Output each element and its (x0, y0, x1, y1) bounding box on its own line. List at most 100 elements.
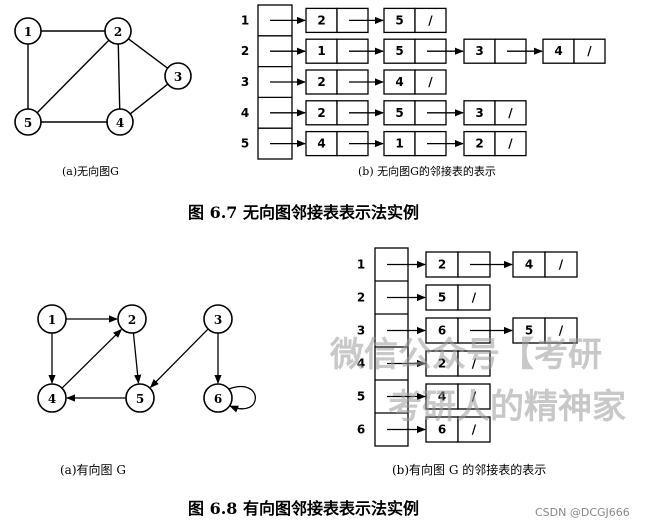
watermark-line-1: 微信公众号【考研 (329, 335, 602, 375)
fig67-node-value: 2 (317, 13, 325, 27)
fig67-node-data-cell (383, 100, 416, 126)
fig68-node-value: 5 (525, 324, 533, 338)
fig67-row-label: 3 (241, 75, 249, 89)
fig68-null-mark: / (559, 258, 564, 272)
fig68-node-value: 2 (438, 357, 446, 371)
fig68-node-data-cell (425, 350, 459, 377)
fig67-node-data-cell (383, 130, 416, 157)
fig68-arc-2-5 (132, 332, 142, 384)
fig67-node-data-cell (383, 69, 416, 95)
fig68-null-mark: / (472, 390, 477, 404)
fig68-row-label: 5 (357, 390, 365, 404)
fig68-null-mark: / (472, 423, 477, 437)
fig68-row-label: 1 (357, 258, 365, 272)
fig67-null-mark: / (428, 13, 433, 27)
fig67-row-label: 2 (241, 44, 249, 58)
fig67-node-value: 5 (395, 106, 403, 120)
fig67-node-value: 4 (395, 75, 403, 89)
fig68-title: 图 6.8 有向图邻接表表示法实例 (188, 499, 419, 518)
fig67-node-value: 5 (395, 44, 403, 58)
fig68-vertex-1-label: 1 (48, 313, 56, 327)
fig68-vertex-3-label: 3 (214, 313, 222, 327)
fig67-node-data-cell (463, 100, 496, 126)
fig68-node-link-cell (544, 317, 578, 344)
fig67-vertex-4 (106, 108, 134, 136)
fig67-row-label: 5 (241, 137, 249, 151)
fig67-null-mark: / (428, 75, 433, 89)
fig67-null-mark: / (587, 44, 592, 58)
fig67-node-data-cell (305, 38, 338, 64)
fig68-node-value: 5 (438, 291, 446, 305)
fig67-node-value: 2 (317, 106, 325, 120)
fig67-edge-3-4 (129, 83, 169, 115)
fig67-node-link-cell (414, 69, 447, 95)
fig67-vertex-2 (104, 17, 132, 45)
fig68-node-value: 6 (438, 324, 446, 338)
fig67-vertex-2-label: 2 (114, 25, 122, 39)
fig68-node-value: 4 (438, 390, 446, 404)
credit-text: CSDN @DCGJ666 (535, 506, 630, 519)
fig68-vertex-4-label: 4 (48, 392, 56, 406)
fig68-node-link-cell (457, 350, 491, 377)
fig67-node-value: 4 (554, 44, 562, 58)
fig67-vertex-4-label: 4 (116, 116, 124, 130)
fig68-node-data-cell (425, 383, 459, 410)
fig68-vertex-5-label: 5 (136, 392, 144, 406)
watermark-line-2: 考研人的精神家 (388, 387, 626, 427)
fig68-node-data-cell (512, 317, 546, 344)
fig68-vertex-5 (125, 383, 155, 413)
fig67-node-link-cell (494, 100, 527, 126)
fig67-node-data-cell (305, 69, 338, 95)
fig68-vertex-1 (37, 304, 67, 334)
fig67-vertex-1-label: 1 (24, 25, 32, 39)
fig68-arc-6-6 (228, 386, 256, 413)
fig67-node-link-cell (494, 130, 527, 157)
fig67-graph-caption: (a)无向图G (62, 164, 119, 178)
fig67-node-data-cell (305, 7, 338, 34)
fig68-node-value: 2 (438, 258, 446, 272)
fig67-vertex-3-label: 3 (174, 70, 182, 84)
fig68-node-link-cell (544, 251, 578, 278)
fig68-row-label: 6 (357, 423, 365, 437)
fig68-arc-4-2 (61, 328, 122, 389)
fig67-node-link-cell (414, 7, 447, 34)
fig67-null-mark: / (508, 106, 513, 120)
fig67-null-mark: / (508, 137, 513, 151)
fig68-node-data-cell (425, 284, 459, 311)
fig68-null-mark: / (472, 291, 477, 305)
fig67-node-value: 1 (395, 137, 403, 151)
fig67-row-label: 1 (241, 13, 249, 27)
fig68-node-value: 6 (438, 423, 446, 437)
fig68-null-mark: / (472, 357, 477, 371)
fig67-node-value: 5 (395, 13, 403, 27)
fig68-vertex-2-label: 2 (128, 313, 136, 327)
fig67-node-value: 1 (317, 44, 325, 58)
fig67-node-value: 2 (317, 75, 325, 89)
fig68-null-mark: / (559, 324, 564, 338)
fig67-node-link-cell (573, 38, 606, 64)
fig68-vertex-4 (37, 383, 67, 413)
fig68-node-link-cell (457, 416, 491, 443)
fig67-row-label: 4 (241, 106, 249, 120)
fig68-row-label: 4 (357, 357, 365, 371)
fig67-list-caption: (b) 无向图G的邻接表的表示 (358, 164, 496, 178)
fig67-node-data-cell (383, 38, 416, 64)
fig68-row-label: 2 (357, 291, 365, 305)
fig68-vertex-2 (117, 304, 147, 334)
fig68-row-label: 3 (357, 324, 365, 338)
fig67-vertex-5-label: 5 (24, 116, 32, 130)
fig67-node-data-cell (542, 38, 575, 64)
fig67-vertex-1 (14, 17, 42, 45)
fig67-node-data-cell (305, 100, 338, 126)
fig68-node-data-cell (425, 317, 459, 344)
fig67-title: 图 6.7 无向图邻接表表示法实例 (188, 203, 419, 222)
fig67-vertex-3 (164, 62, 192, 90)
fig67-node-data-cell (463, 38, 496, 64)
fig68-vertex-6 (203, 383, 233, 413)
fig68-vertex-6-label: 6 (214, 392, 222, 406)
fig67-edge-2-5 (36, 39, 110, 114)
fig68-list-caption: (b)有向图 G 的邻接表的表示 (392, 462, 546, 477)
fig68-vertex-3 (203, 304, 233, 334)
